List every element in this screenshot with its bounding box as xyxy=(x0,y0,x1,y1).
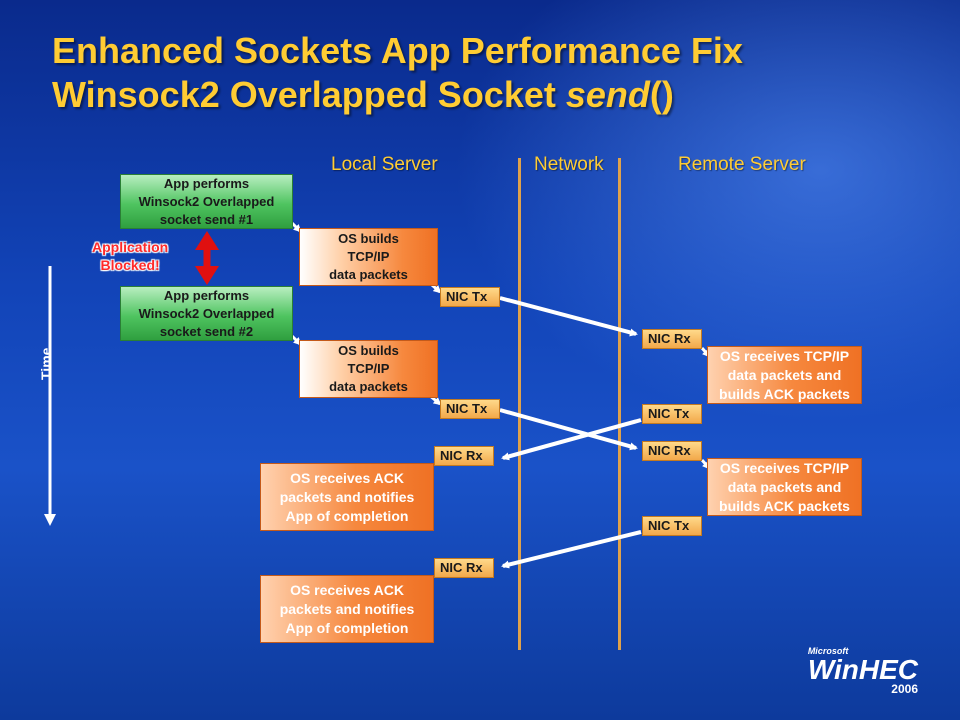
time-axis-arrowhead xyxy=(44,514,56,526)
column-header-network: Network xyxy=(534,154,604,175)
nic-tx-remote-2: NIC Tx xyxy=(642,516,702,536)
app-send-1-box: App performs Winsock2 Overlapped socket … xyxy=(120,174,293,229)
application-blocked-label: Application Blocked! xyxy=(92,239,169,273)
winhec-logo: Microsoft WinHEC 2006 xyxy=(808,646,918,696)
blocked-arrowhead-down xyxy=(195,266,219,285)
nic-tx-local-2: NIC Tx xyxy=(440,399,500,419)
ack-arrow-1 xyxy=(501,418,642,461)
nic-rx-remote-2: NIC Rx xyxy=(642,441,702,461)
slide-title-line1: Enhanced Sockets App Performance Fix xyxy=(52,30,743,71)
remote-receives-packets-1-box: OS receives TCP/IP data packets and buil… xyxy=(707,346,862,404)
nic-rx-remote-1: NIC Rx xyxy=(642,329,702,349)
packet-arrow-1 xyxy=(499,296,638,337)
network-divider-left xyxy=(518,158,521,650)
nic-tx-local-1: NIC Tx xyxy=(440,287,500,307)
column-header-local-server: Local Server xyxy=(331,154,438,175)
app-send-2-box: App performs Winsock2 Overlapped socket … xyxy=(120,286,293,341)
slide-title-line2: Winsock2 Overlapped Socket send() xyxy=(52,74,674,115)
logo-year: 2006 xyxy=(891,682,918,696)
logo-brand: Microsoft xyxy=(807,646,849,656)
os-receives-ack-1-box: OS receives ACK packets and notifies App… xyxy=(260,463,434,531)
column-header-remote-server: Remote Server xyxy=(678,154,806,175)
nic-tx-remote-1: NIC Tx xyxy=(642,404,702,424)
os-receives-ack-2-box: OS receives ACK packets and notifies App… xyxy=(260,575,434,643)
network-divider-right xyxy=(618,158,621,650)
logo-name: WinHEC xyxy=(807,654,918,685)
nic-rx-local-2: NIC Rx xyxy=(434,558,494,578)
time-axis-label: Time xyxy=(38,347,54,380)
remote-receives-packets-2-box: OS receives TCP/IP data packets and buil… xyxy=(707,458,862,516)
os-builds-packets-1-box: OS builds TCP/IP data packets xyxy=(299,228,438,286)
blocked-arrowhead-up xyxy=(195,231,219,250)
os-builds-packets-2-box: OS builds TCP/IP data packets xyxy=(299,340,438,398)
ack-arrow-2 xyxy=(501,530,642,569)
packet-arrow-2 xyxy=(499,408,638,451)
nic-rx-local-1: NIC Rx xyxy=(434,446,494,466)
